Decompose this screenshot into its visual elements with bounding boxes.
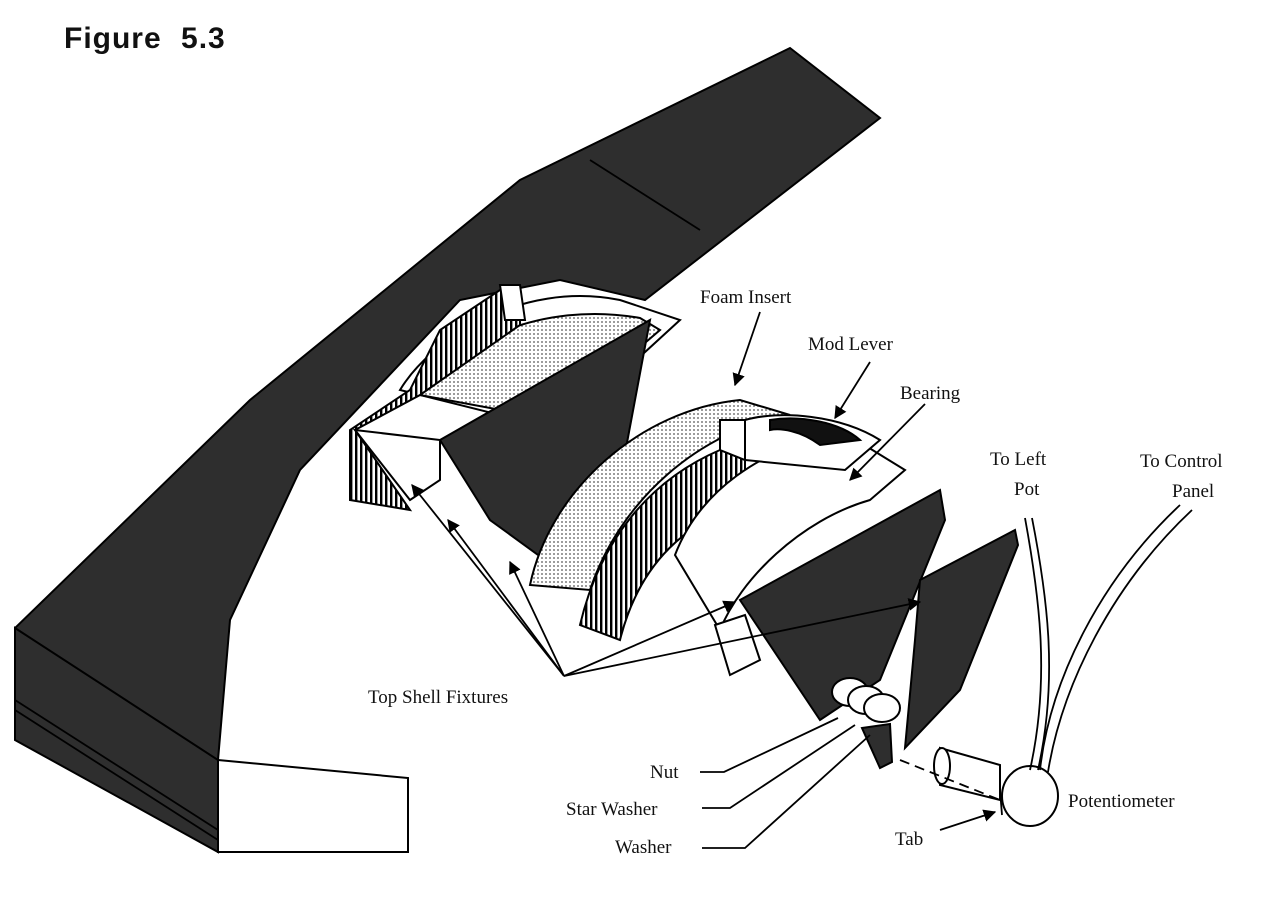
text-labels: Foam Insert Mod Lever Bearing To Left Po… — [368, 287, 1223, 858]
figure-title: Figure 5.3 — [64, 22, 226, 55]
label-to-left-pot-line2: Pot — [1014, 479, 1040, 500]
label-to-control-panel-line2: Panel — [1172, 481, 1214, 502]
label-potentiometer: Potentiometer — [1068, 791, 1175, 812]
wires — [1024, 504, 1193, 773]
housing-shell — [14, 46, 882, 854]
label-washer: Washer — [615, 837, 672, 858]
label-tab: Tab — [895, 829, 923, 850]
potentiometer-part — [899, 746, 1059, 827]
label-star-washer: Star Washer — [566, 799, 658, 820]
bearing-part — [673, 414, 907, 677]
nut-washer-stack — [831, 677, 901, 770]
label-to-left-pot-line1: To Left — [990, 449, 1047, 470]
label-bearing: Bearing — [900, 383, 961, 404]
label-mod-lever: Mod Lever — [808, 334, 894, 355]
label-nut: Nut — [650, 762, 679, 783]
label-top-shell-fixtures: Top Shell Fixtures — [368, 687, 508, 708]
label-to-control-panel-line1: To Control — [1140, 451, 1223, 472]
leader-lines — [411, 311, 997, 849]
label-foam-insert: Foam Insert — [700, 287, 792, 308]
